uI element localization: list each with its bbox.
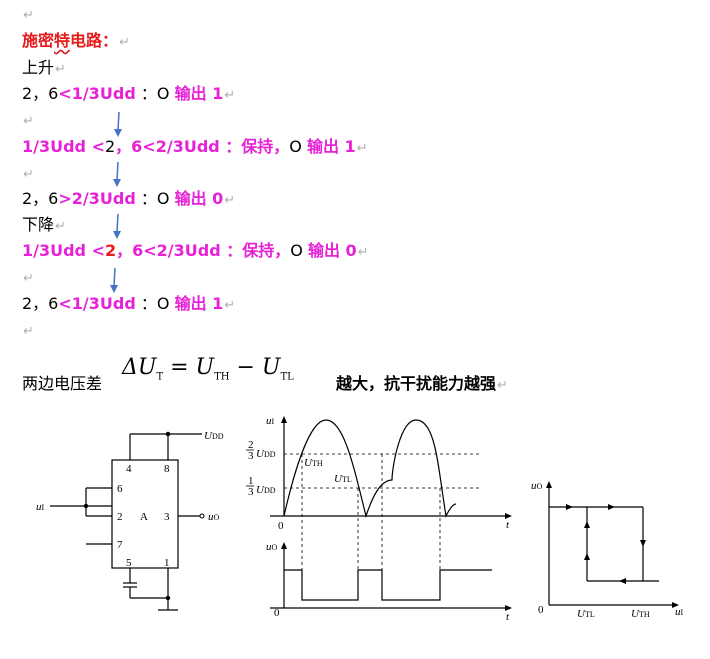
- rise-condition-2: 1/3Udd <2，6<2/3Udd ：保持，O 输出 1↵: [22, 137, 368, 156]
- origin-label: 0: [278, 520, 284, 532]
- ui-axis-label: uI: [266, 415, 275, 427]
- section-title: 施密特电路：↵: [22, 31, 130, 50]
- t-axis-label: t: [506, 519, 510, 531]
- two-thirds-num: 2: [248, 439, 254, 451]
- pin-label: 8: [164, 463, 170, 475]
- fall-condition-2: 2，6<1/3Udd ：O 输出 1↵: [22, 294, 236, 313]
- arrow-down-icon: [114, 111, 122, 137]
- two-thirds-udd: UDD: [256, 448, 276, 460]
- hysteresis-prefix: 两边电压差: [22, 374, 103, 393]
- uth-label: UTH: [304, 457, 323, 469]
- ui-label: uI: [36, 501, 45, 513]
- uo-axis-label: uO: [266, 541, 278, 553]
- arrow-down-icon: [113, 213, 121, 239]
- one-third-num: 1: [248, 475, 254, 487]
- t-axis-label: t: [506, 611, 510, 623]
- pin-label: 1: [164, 557, 170, 569]
- uo-axis-label: uO: [531, 480, 543, 492]
- chip-letter: A: [140, 511, 148, 523]
- empty-line-2: ↵: [23, 114, 34, 129]
- udd-label: UDD: [204, 430, 224, 442]
- rise-condition-1: 2，6<1/3Udd ：O 输出 1↵: [22, 84, 236, 103]
- uo-label: uO: [208, 511, 220, 523]
- empty-line-4: ↵: [23, 271, 34, 286]
- arrow-down-icon: [113, 161, 121, 187]
- rise-condition-3: 2，6>2/3Udd ：O 输出 0↵: [22, 189, 236, 208]
- one-third-den: 3: [248, 486, 254, 498]
- empty-line-1: ↵: [23, 8, 34, 23]
- hysteresis-formula: ΔUT = UTH − UTL: [122, 355, 294, 383]
- origin-label: 0: [538, 604, 544, 616]
- chip-circuit-diagram: UDD uI uO A 4 8 6 2 3 7 5 1: [36, 430, 224, 611]
- ui-axis-label: uI: [675, 606, 684, 618]
- pin-label: 6: [117, 483, 123, 495]
- arrow-down-icon: [110, 267, 118, 293]
- pin-label: 4: [126, 463, 132, 475]
- pin-label: 5: [126, 557, 132, 569]
- fall-label: 下降↵: [22, 215, 66, 234]
- empty-line-3: ↵: [23, 167, 34, 182]
- hysteresis-suffix: 越大，抗干扰能力越强↵: [336, 374, 508, 393]
- origin-label: 0: [274, 607, 280, 619]
- fall-condition-1: 1/3Udd <2，6<2/3Udd ：保持，O 输出 0↵: [22, 241, 369, 260]
- waveform-diagram: uI uO t t 0 0 2 3 UDD 1 3 UDD UTH UTL: [246, 415, 512, 623]
- pin-label: 7: [117, 539, 123, 551]
- uth-label: UTH: [631, 608, 650, 620]
- utl-label: UTL: [577, 608, 595, 620]
- transfer-characteristic: uO uI 0 UTL UTH: [531, 480, 684, 620]
- pin-label: 3: [164, 511, 170, 523]
- utl-label: UTL: [334, 473, 352, 485]
- pin-label: 2: [117, 511, 123, 523]
- two-thirds-den: 3: [248, 450, 254, 462]
- rise-label: 上升↵: [22, 58, 66, 77]
- one-third-udd: UDD: [256, 484, 276, 496]
- empty-line-5: ↵: [23, 324, 34, 339]
